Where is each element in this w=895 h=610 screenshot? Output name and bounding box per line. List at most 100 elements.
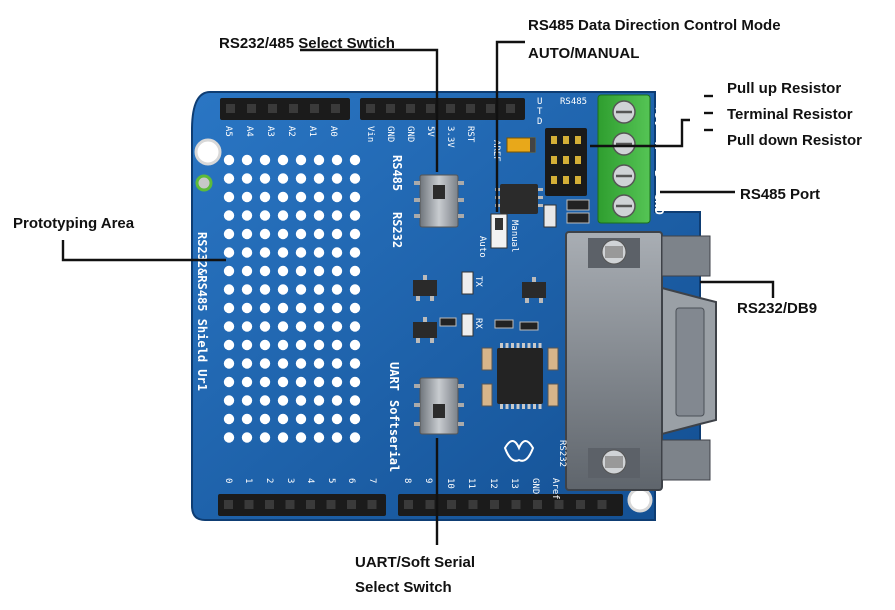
proto-pad (223, 284, 235, 295)
pin-socket (425, 500, 435, 509)
callout-pull-down: Pull down Resistor (727, 132, 862, 149)
pin-label-d4: 4 (305, 478, 315, 483)
proto-pad (313, 321, 325, 332)
proto-pad (295, 413, 307, 425)
jumper-header-label: RS485 (560, 97, 587, 107)
header-digital-low (218, 494, 386, 516)
ic-pin (516, 343, 520, 348)
proto-pad (313, 413, 325, 425)
proto-pad (259, 191, 271, 203)
db9-connector (565, 231, 717, 491)
ic-pin (505, 404, 509, 409)
pin-label-a4: A4 (244, 126, 254, 137)
proto-pad (277, 395, 289, 406)
proto-pad (313, 339, 325, 351)
proto-pad (223, 376, 235, 388)
proto-pad (331, 284, 343, 295)
jumper-row-d: D (537, 117, 542, 127)
jumper-pin (551, 136, 557, 144)
proto-pad (259, 154, 271, 166)
proto-pad (313, 284, 325, 295)
ic-pin (527, 343, 531, 348)
ic-pin (533, 404, 536, 409)
proto-pad (223, 302, 235, 314)
pin-label-d2: 2 (264, 478, 274, 483)
pin-socket (310, 104, 319, 113)
ic-pin (522, 404, 525, 409)
tx-led (461, 271, 474, 295)
proto-pad (223, 432, 235, 443)
pin-socket (426, 104, 435, 113)
switch-label-rs485: RS485 (390, 155, 404, 191)
pin-label-a2: A2 (286, 126, 296, 137)
proto-pad (277, 302, 289, 314)
proto-pad (277, 247, 289, 258)
proto-pad (331, 210, 343, 221)
power-pin-labels: Vin GND GND 5V 3.3V RST (365, 126, 475, 148)
proto-pad (223, 413, 235, 425)
proto-pad (259, 228, 271, 240)
smd-resistor-3 (566, 212, 590, 224)
proto-pad (241, 210, 253, 221)
leader-prototyping (61, 240, 226, 262)
proto-pad (313, 191, 325, 203)
proto-pad (259, 395, 271, 406)
proto-pad (241, 228, 253, 240)
proto-pad (295, 173, 307, 184)
proto-pad (331, 432, 343, 443)
proto-pad (331, 358, 343, 369)
proto-pad (277, 228, 289, 240)
ic-pin (522, 343, 525, 348)
proto-pad (313, 228, 325, 240)
pin-socket (247, 104, 256, 113)
proto-pad (313, 395, 325, 406)
callout-rs485-direction-line2: AUTO/MANUAL (528, 45, 639, 62)
transistor-q1 (413, 275, 437, 301)
leader-jumpers (590, 118, 690, 148)
proto-pad (331, 173, 343, 184)
proto-pad (277, 321, 289, 332)
proto-pad (259, 247, 271, 258)
proto-pad (349, 358, 361, 369)
pin-socket (506, 104, 515, 113)
proto-pad (349, 413, 361, 425)
ic-pin (511, 343, 514, 348)
proto-pad (349, 265, 361, 277)
pin-label-d0: 0 (223, 478, 233, 483)
proto-pad (349, 284, 361, 295)
proto-pad (331, 339, 343, 351)
rs232-level-shifter-ic (497, 343, 543, 409)
pin-label-aref-bottom: Aref (550, 478, 560, 500)
proto-pad (331, 302, 343, 314)
proto-pad (331, 154, 343, 166)
pin-label-d12: 12 (488, 478, 498, 489)
proto-pad (349, 376, 361, 388)
proto-pad (241, 173, 253, 184)
pin-socket (367, 500, 377, 509)
proto-pad (241, 284, 253, 295)
proto-pad (241, 395, 253, 406)
rs485-jumper-header (545, 128, 587, 196)
prototyping-grid (223, 154, 361, 443)
pin-socket (466, 104, 475, 113)
ic-pin (500, 343, 503, 348)
jumper-row-u: U (537, 97, 542, 107)
jumper-pin (575, 136, 581, 144)
proto-pad (295, 247, 307, 258)
pin-socket (224, 500, 233, 509)
pin-socket (468, 500, 478, 509)
proto-pad (241, 376, 253, 388)
jumper-row-t: T (537, 107, 543, 117)
ic-pin (538, 404, 542, 409)
transistor-q2 (413, 317, 437, 343)
proto-pad (259, 284, 271, 295)
board-side-label: RS232&RS485 Shield Ur1 (195, 232, 209, 391)
uart-softserial-switch (414, 377, 464, 435)
proto-pad (295, 154, 307, 166)
pin-label-gnd1: GND (385, 126, 395, 142)
pin-label-5v: 5V (425, 126, 435, 137)
pin-label-rst: RST (465, 126, 475, 143)
pin-socket (226, 104, 235, 113)
proto-pad (223, 339, 235, 351)
pin-label-d7: 7 (367, 478, 377, 483)
